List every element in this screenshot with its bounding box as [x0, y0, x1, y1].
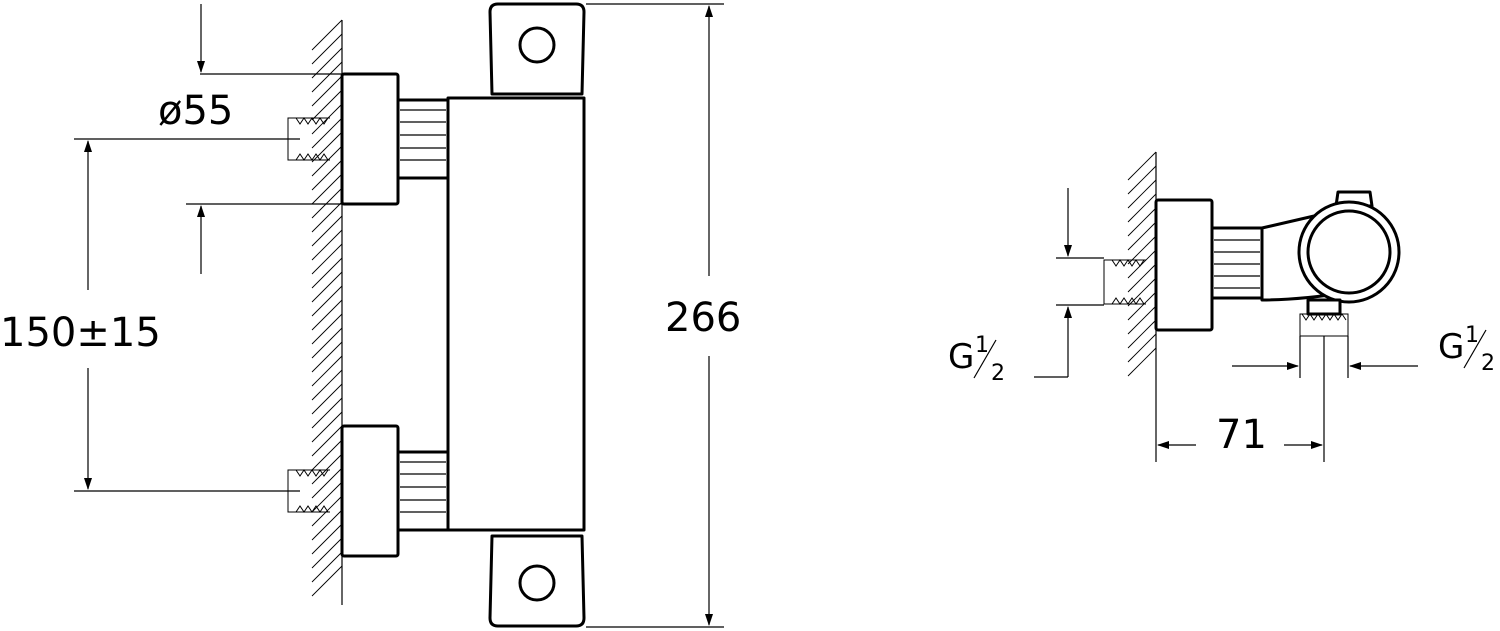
thread-left-fraction-bar: [973, 339, 997, 379]
hatch-line: [311, 159, 343, 191]
hatch-line: [1127, 333, 1157, 363]
hatch-line: [311, 355, 343, 387]
thread-left-denominator: 2: [991, 361, 1005, 386]
side-nut: [1210, 226, 1264, 300]
hatch-line: [311, 411, 343, 443]
hatch-line: [311, 173, 343, 205]
hatch-line: [1127, 347, 1157, 377]
hatch-line: [311, 131, 343, 163]
hatch-line: [311, 551, 343, 583]
thread-right-prefix: G: [1438, 327, 1464, 367]
front-wall: [311, 19, 343, 605]
hatch-line: [311, 453, 343, 485]
side-escutcheon: [1154, 198, 1214, 332]
depth-label: 71: [1216, 412, 1267, 458]
top-bracket: [488, 2, 586, 96]
hatch-line: [1127, 277, 1157, 307]
side-wall: [1127, 151, 1157, 384]
side-thread-stub: [1103, 259, 1146, 305]
thread-right-dimension: G 1 2: [1232, 323, 1495, 378]
hatch-line: [1127, 235, 1157, 265]
hatch-line: [311, 145, 343, 177]
hatch-line: [311, 341, 343, 373]
hatch-line: [311, 509, 343, 541]
hatch-line: [1127, 207, 1157, 237]
thread-right-numerator: 1: [1465, 323, 1479, 348]
hatch-line: [311, 565, 343, 597]
hatch-line: [1127, 151, 1157, 181]
hatch-line: [1127, 263, 1157, 293]
hatch-line: [311, 117, 343, 149]
spacing-dimension: 150±15: [0, 138, 300, 492]
hatch-line: [311, 327, 343, 359]
hatch-line: [1127, 165, 1157, 195]
side-wall-hatching: [1127, 151, 1157, 377]
hatch-line: [1127, 305, 1157, 335]
hatch-line: [311, 19, 343, 51]
thread-right-fraction-bar: [1463, 329, 1487, 369]
hatch-line: [311, 397, 343, 429]
hatch-line: [311, 229, 343, 261]
hatch-line: [1127, 291, 1157, 321]
hatch-line: [311, 201, 343, 233]
hatch-line: [1127, 179, 1157, 209]
side-view: G 1 2 G 1 2 71: [948, 151, 1495, 462]
valve-body: [446, 96, 586, 532]
hatch-line: [311, 271, 343, 303]
depth-dimension: 71: [1155, 336, 1325, 462]
front-wall-hatching: [311, 19, 343, 597]
hatch-line: [311, 425, 343, 457]
hatch-line: [311, 383, 343, 415]
hatch-line: [1127, 193, 1157, 223]
thread-left-numerator: 1: [975, 333, 989, 358]
hatch-line: [311, 47, 343, 79]
hatch-line: [1127, 319, 1157, 349]
hatch-line: [311, 313, 343, 345]
hatch-line: [311, 215, 343, 247]
diameter-label: ø55: [158, 88, 233, 134]
upper-connection: [287, 72, 450, 206]
hatch-line: [311, 523, 343, 555]
hatch-line: [311, 299, 343, 331]
hatch-line: [311, 61, 343, 93]
thread-left-prefix: G: [948, 337, 974, 377]
hatch-line: [311, 369, 343, 401]
thread-right-denominator: 2: [1481, 351, 1495, 376]
hatch-line: [311, 537, 343, 569]
hatch-line: [311, 187, 343, 219]
hatch-line: [311, 285, 343, 317]
hatch-line: [311, 257, 343, 289]
hatch-line: [311, 33, 343, 65]
bottom-bracket: [488, 534, 586, 628]
front-view: ø55 150±15 266: [0, 2, 741, 628]
hatch-line: [311, 75, 343, 107]
height-label: 266: [665, 295, 741, 341]
hatch-line: [311, 243, 343, 275]
diameter-dimension: ø55: [158, 4, 342, 274]
thread-left-dimension: G 1 2: [948, 188, 1104, 386]
lower-connection: [287, 424, 450, 558]
spacing-label: 150±15: [0, 310, 161, 356]
hatch-line: [1127, 249, 1157, 279]
height-dimension: 266: [586, 3, 741, 628]
side-mixer-body: [1297, 190, 1401, 304]
hatch-line: [311, 439, 343, 471]
hatch-line: [1127, 221, 1157, 251]
hatch-line: [311, 467, 343, 499]
side-outlet: [1299, 298, 1349, 337]
hatch-line: [311, 89, 343, 121]
